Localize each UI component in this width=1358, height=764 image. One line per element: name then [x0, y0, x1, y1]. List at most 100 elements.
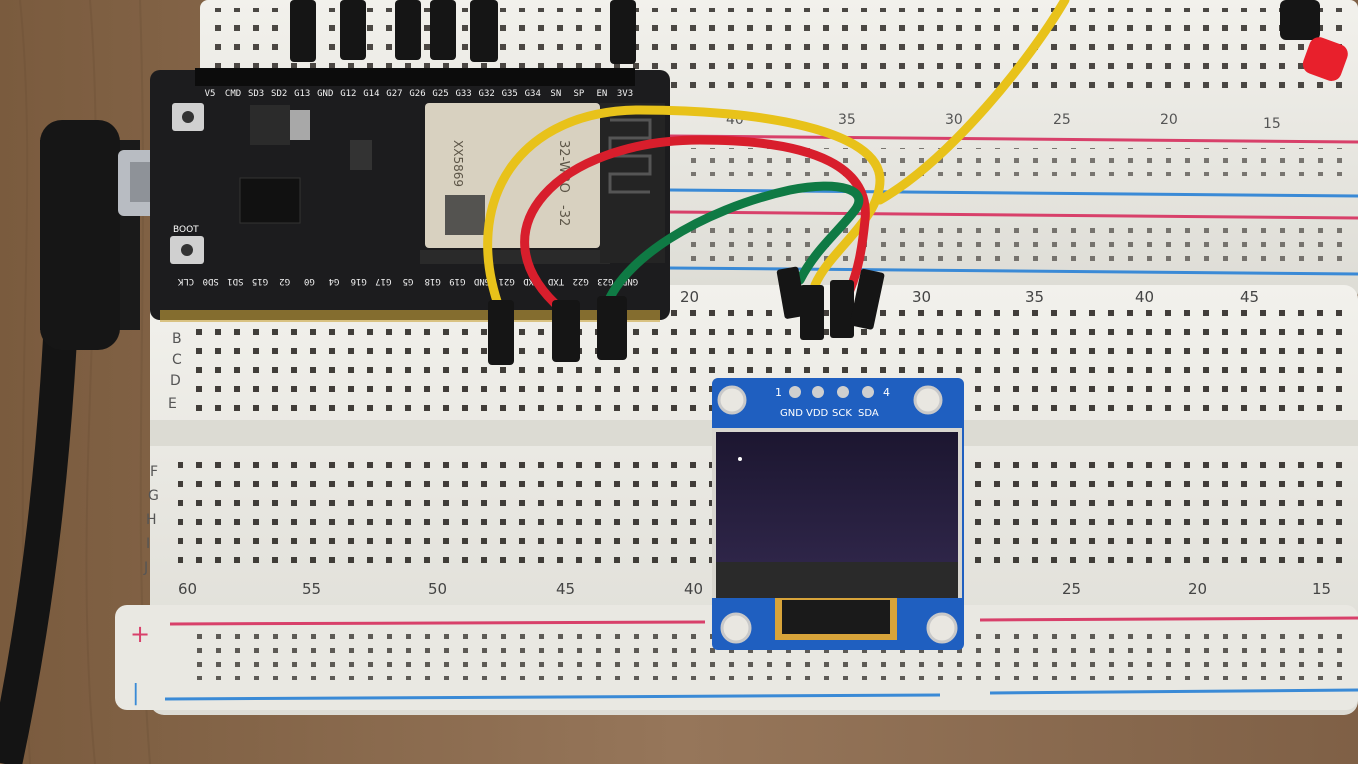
row-letter: I: [146, 536, 150, 552]
col-number: 15: [1263, 116, 1281, 132]
rail-red-line: [669, 134, 1358, 144]
col-number: 15: [1312, 580, 1331, 598]
col-number: 35: [838, 112, 856, 128]
mount-hole: [717, 385, 747, 415]
col-number: 20: [1188, 580, 1207, 598]
red-led: [1302, 37, 1348, 81]
pin-number: 1: [775, 386, 782, 399]
row-letters-lower: F G H I J: [143, 464, 159, 576]
pin-label-gnd: GND: [780, 408, 803, 419]
oled-header-pins: [789, 386, 874, 398]
pin-label-sck: SCK: [832, 408, 852, 419]
jumper-wires: [483, 0, 1070, 315]
esp32-pin-label: G2: [279, 276, 290, 286]
esp32-pin-label: V5: [205, 89, 216, 99]
esp32-pin-label: G35: [502, 89, 518, 99]
esp32-pin-label: G16: [351, 276, 367, 286]
esp32-pin-label: GND: [622, 276, 638, 286]
col-number: 45: [1240, 288, 1259, 306]
mount-hole: [926, 612, 958, 644]
row-letter: D: [170, 373, 181, 389]
rail-holes-2: [680, 222, 1350, 262]
esp32-pin-label: G27: [386, 89, 402, 99]
esp32-pin-label: CMD: [225, 89, 241, 99]
esp32-pin-label: G15: [252, 276, 268, 286]
bottom-rail-red-right: [979, 616, 1358, 622]
col-numbers-bottom: 60 55 50 45 40 25 20 15: [178, 580, 1331, 598]
row-letter: H: [146, 512, 157, 528]
col-number: 20: [680, 288, 699, 306]
esp32-pin-label: G13: [294, 89, 310, 99]
esp32-pin-label: SN: [550, 89, 561, 99]
esp32-pin-label: SP: [573, 89, 584, 99]
esp32-header-top: [195, 68, 635, 86]
row-letter: B: [172, 331, 182, 347]
rail-red-line-2: [669, 210, 1358, 220]
esp32-pin-label: EN: [597, 89, 608, 99]
esp32-pin-label: G0: [304, 276, 315, 286]
row-letter: F: [150, 464, 158, 480]
oled-display: 1 4 GND VDD SCK SDA: [712, 378, 964, 650]
qr-code: [445, 195, 485, 235]
oled-screen: [716, 432, 958, 562]
mount-hole: [720, 612, 752, 644]
col-number: 30: [912, 288, 931, 306]
esp32-pin-label: G33: [455, 89, 471, 99]
bottom-rail-blue-right: [989, 688, 1358, 695]
col-number: 45: [556, 580, 575, 598]
esp32-pin-label: G14: [363, 89, 379, 99]
esp32-pin-label: G4: [329, 276, 340, 286]
esp32-pin-label: SD0: [203, 276, 219, 286]
esp32-pin-label: G32: [479, 89, 495, 99]
esp32-pin-label: CLK: [177, 276, 194, 286]
boot-label: BOOT: [173, 225, 199, 235]
module-code: XX5869: [451, 140, 465, 187]
pin-label-sda: SDA: [858, 408, 879, 419]
esp32-pin-label: G21: [499, 276, 515, 286]
col-number: 50: [428, 580, 447, 598]
regulator-chip: [250, 105, 290, 145]
pin-label-vdd: VDD: [806, 408, 829, 419]
col-number: 60: [178, 580, 197, 598]
esp32-pin-label: G34: [525, 89, 541, 99]
row-letter: E: [168, 396, 177, 412]
col-number: 20: [1160, 112, 1178, 128]
esp32-pin-label: 3V3: [617, 89, 633, 99]
esp32-pin-label: GND: [317, 89, 333, 99]
esp32-pin-label: TXD: [548, 276, 564, 286]
col-number: 35: [1025, 288, 1044, 306]
col-number: 25: [1053, 112, 1071, 128]
smd-component: [350, 140, 372, 170]
pin-number: 4: [883, 386, 890, 399]
esp32-pin-label: SD3: [248, 89, 264, 99]
wire-red: [520, 135, 870, 315]
rail-holes-1: [680, 148, 1350, 176]
usb-cable: [0, 120, 202, 764]
oled-bezel-bottom: [716, 562, 958, 598]
esp32-pin-label: G25: [432, 89, 448, 99]
col-numbers-mid: 20 30 35 40 45: [680, 288, 1259, 306]
bottom-rail-red: [169, 620, 706, 626]
esp32-pin-label: G19: [449, 276, 465, 286]
dupont-connectors: [290, 0, 1320, 365]
module-text-2: -32: [556, 205, 571, 226]
esp32-pin-label: G12: [340, 89, 356, 99]
wire-yellow-long: [875, 0, 1070, 205]
esp32-pin-label: SD1: [227, 276, 243, 286]
oled-pin-labels: GND VDD SCK SDA: [780, 408, 879, 419]
col-number: 40: [684, 580, 703, 598]
rail-plus-label: +: [130, 620, 150, 648]
esp32-pin-label: G18: [425, 276, 441, 286]
wire-green: [600, 181, 864, 315]
col-number: 40: [1135, 288, 1154, 306]
oled-pixel: [738, 457, 742, 461]
col-number: 55: [302, 580, 321, 598]
esp32-pin-label: GND: [474, 276, 490, 286]
row-letters-upper: B C D E: [168, 331, 182, 412]
row-letter: C: [172, 352, 182, 368]
esp32-pin-label: G22: [573, 276, 589, 286]
usb-uart-chip: [239, 177, 301, 224]
esp32-pin-label: G23: [597, 276, 613, 286]
